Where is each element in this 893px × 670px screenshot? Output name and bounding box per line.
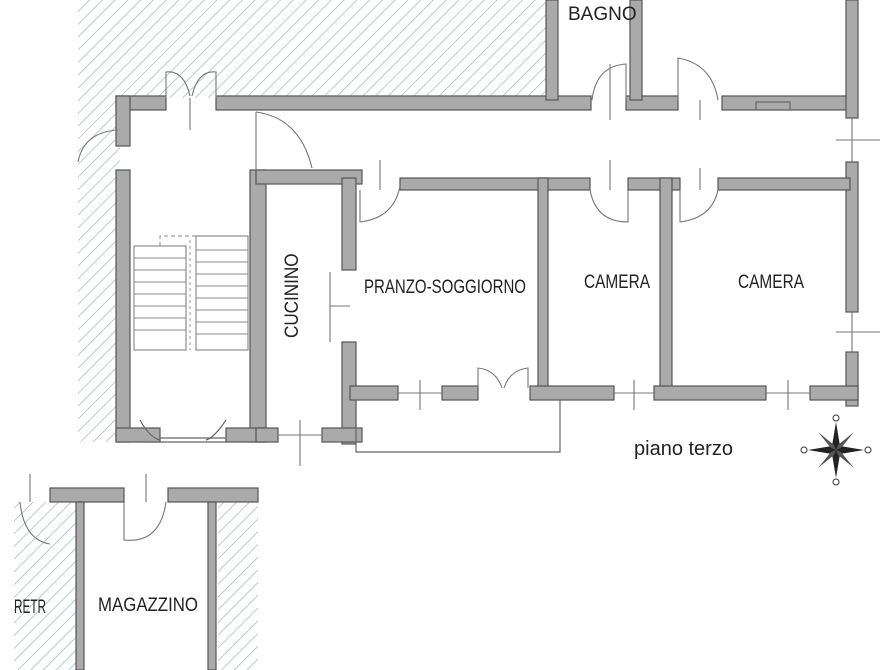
windows: [278, 101, 880, 466]
room-label-cucinino: CUCININO: [281, 254, 302, 338]
room-label-partial: RETR: [14, 597, 46, 618]
room-label-camera-2: CAMERA: [738, 272, 804, 293]
doors: [77, 57, 719, 389]
hatched-area-top: [78, 0, 548, 98]
thin-lines: [139, 400, 561, 453]
room-label-camera-1: CAMERA: [584, 272, 650, 293]
hatched-area-left: [78, 170, 116, 442]
staircase: [133, 235, 249, 351]
hatched-areas: [14, 0, 548, 670]
room-label-magazzino: MAGAZZINO: [98, 595, 198, 616]
room-label-bagno: BAGNO: [568, 4, 637, 25]
room-label-pranzo-soggiorno: PRANZO-SOGGIORNO: [364, 277, 526, 298]
walls: [115, 0, 859, 445]
compass-rose-icon: [800, 414, 872, 486]
hatched-area-bottom-left: [14, 502, 76, 670]
floor-title: piano terzo: [634, 438, 733, 460]
hatched-area-bottom-right: [218, 502, 258, 670]
storage-block: [19, 474, 259, 670]
